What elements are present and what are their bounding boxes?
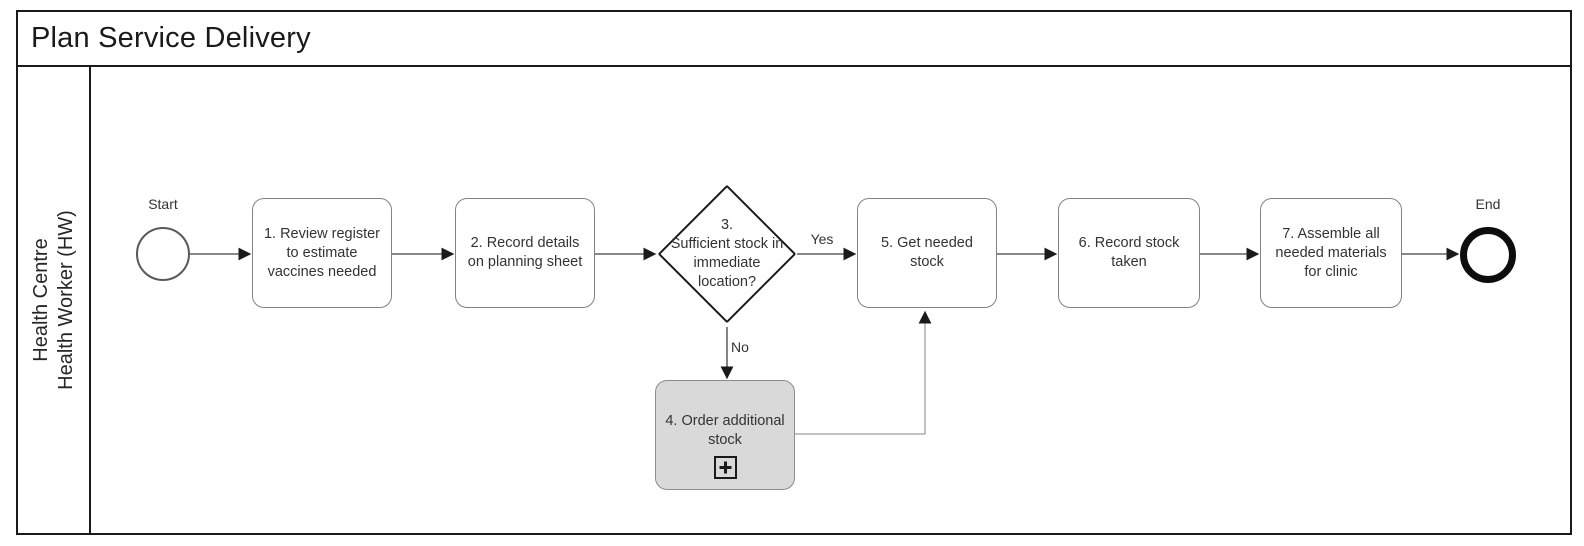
lane-label: Health Centre Health Worker (HW) xyxy=(19,65,89,535)
task-assemble-materials: 7. Assemble all needed materials for cli… xyxy=(1260,198,1402,308)
subprocess-plus-icon xyxy=(713,456,737,479)
end-event-circle xyxy=(1460,227,1516,283)
task-record-stock-taken: 6. Record stock taken xyxy=(1058,198,1200,308)
end-event-label: End xyxy=(1475,196,1501,212)
task-review-register: 1. Review register to estimate vaccines … xyxy=(252,198,392,308)
task-order-additional-stock: 4. Order additional stock xyxy=(655,380,795,490)
lane-divider xyxy=(89,67,91,533)
lane-label-line2: Health Worker (HW) xyxy=(55,210,77,390)
start-event-label: Start xyxy=(148,196,178,212)
task-label: 5. Get needed stock xyxy=(881,235,973,270)
task-label: 4. Order additional stock xyxy=(665,413,785,448)
task-get-needed-stock: 5. Get needed stock xyxy=(857,198,997,308)
task-label: 1. Review register to estimate vaccines … xyxy=(263,225,381,280)
start-event-circle xyxy=(136,227,190,281)
task-label: 6. Record stock taken xyxy=(1078,235,1180,270)
edge-label-no: No xyxy=(731,339,749,355)
pool-title-band: Plan Service Delivery xyxy=(16,10,1572,67)
task-label: 7. Assemble all needed materials for cli… xyxy=(1275,225,1387,280)
pool-title: Plan Service Delivery xyxy=(31,22,311,54)
task-record-details: 2. Record details on planning sheet xyxy=(455,198,595,308)
task-label: 2. Record details on planning sheet xyxy=(467,235,583,270)
edge-label-yes: Yes xyxy=(810,231,834,247)
gateway-sufficient-stock-label: 3. Sufficient stock in immediate locatio… xyxy=(670,217,784,290)
lane-label-line1: Health Centre xyxy=(30,238,52,362)
